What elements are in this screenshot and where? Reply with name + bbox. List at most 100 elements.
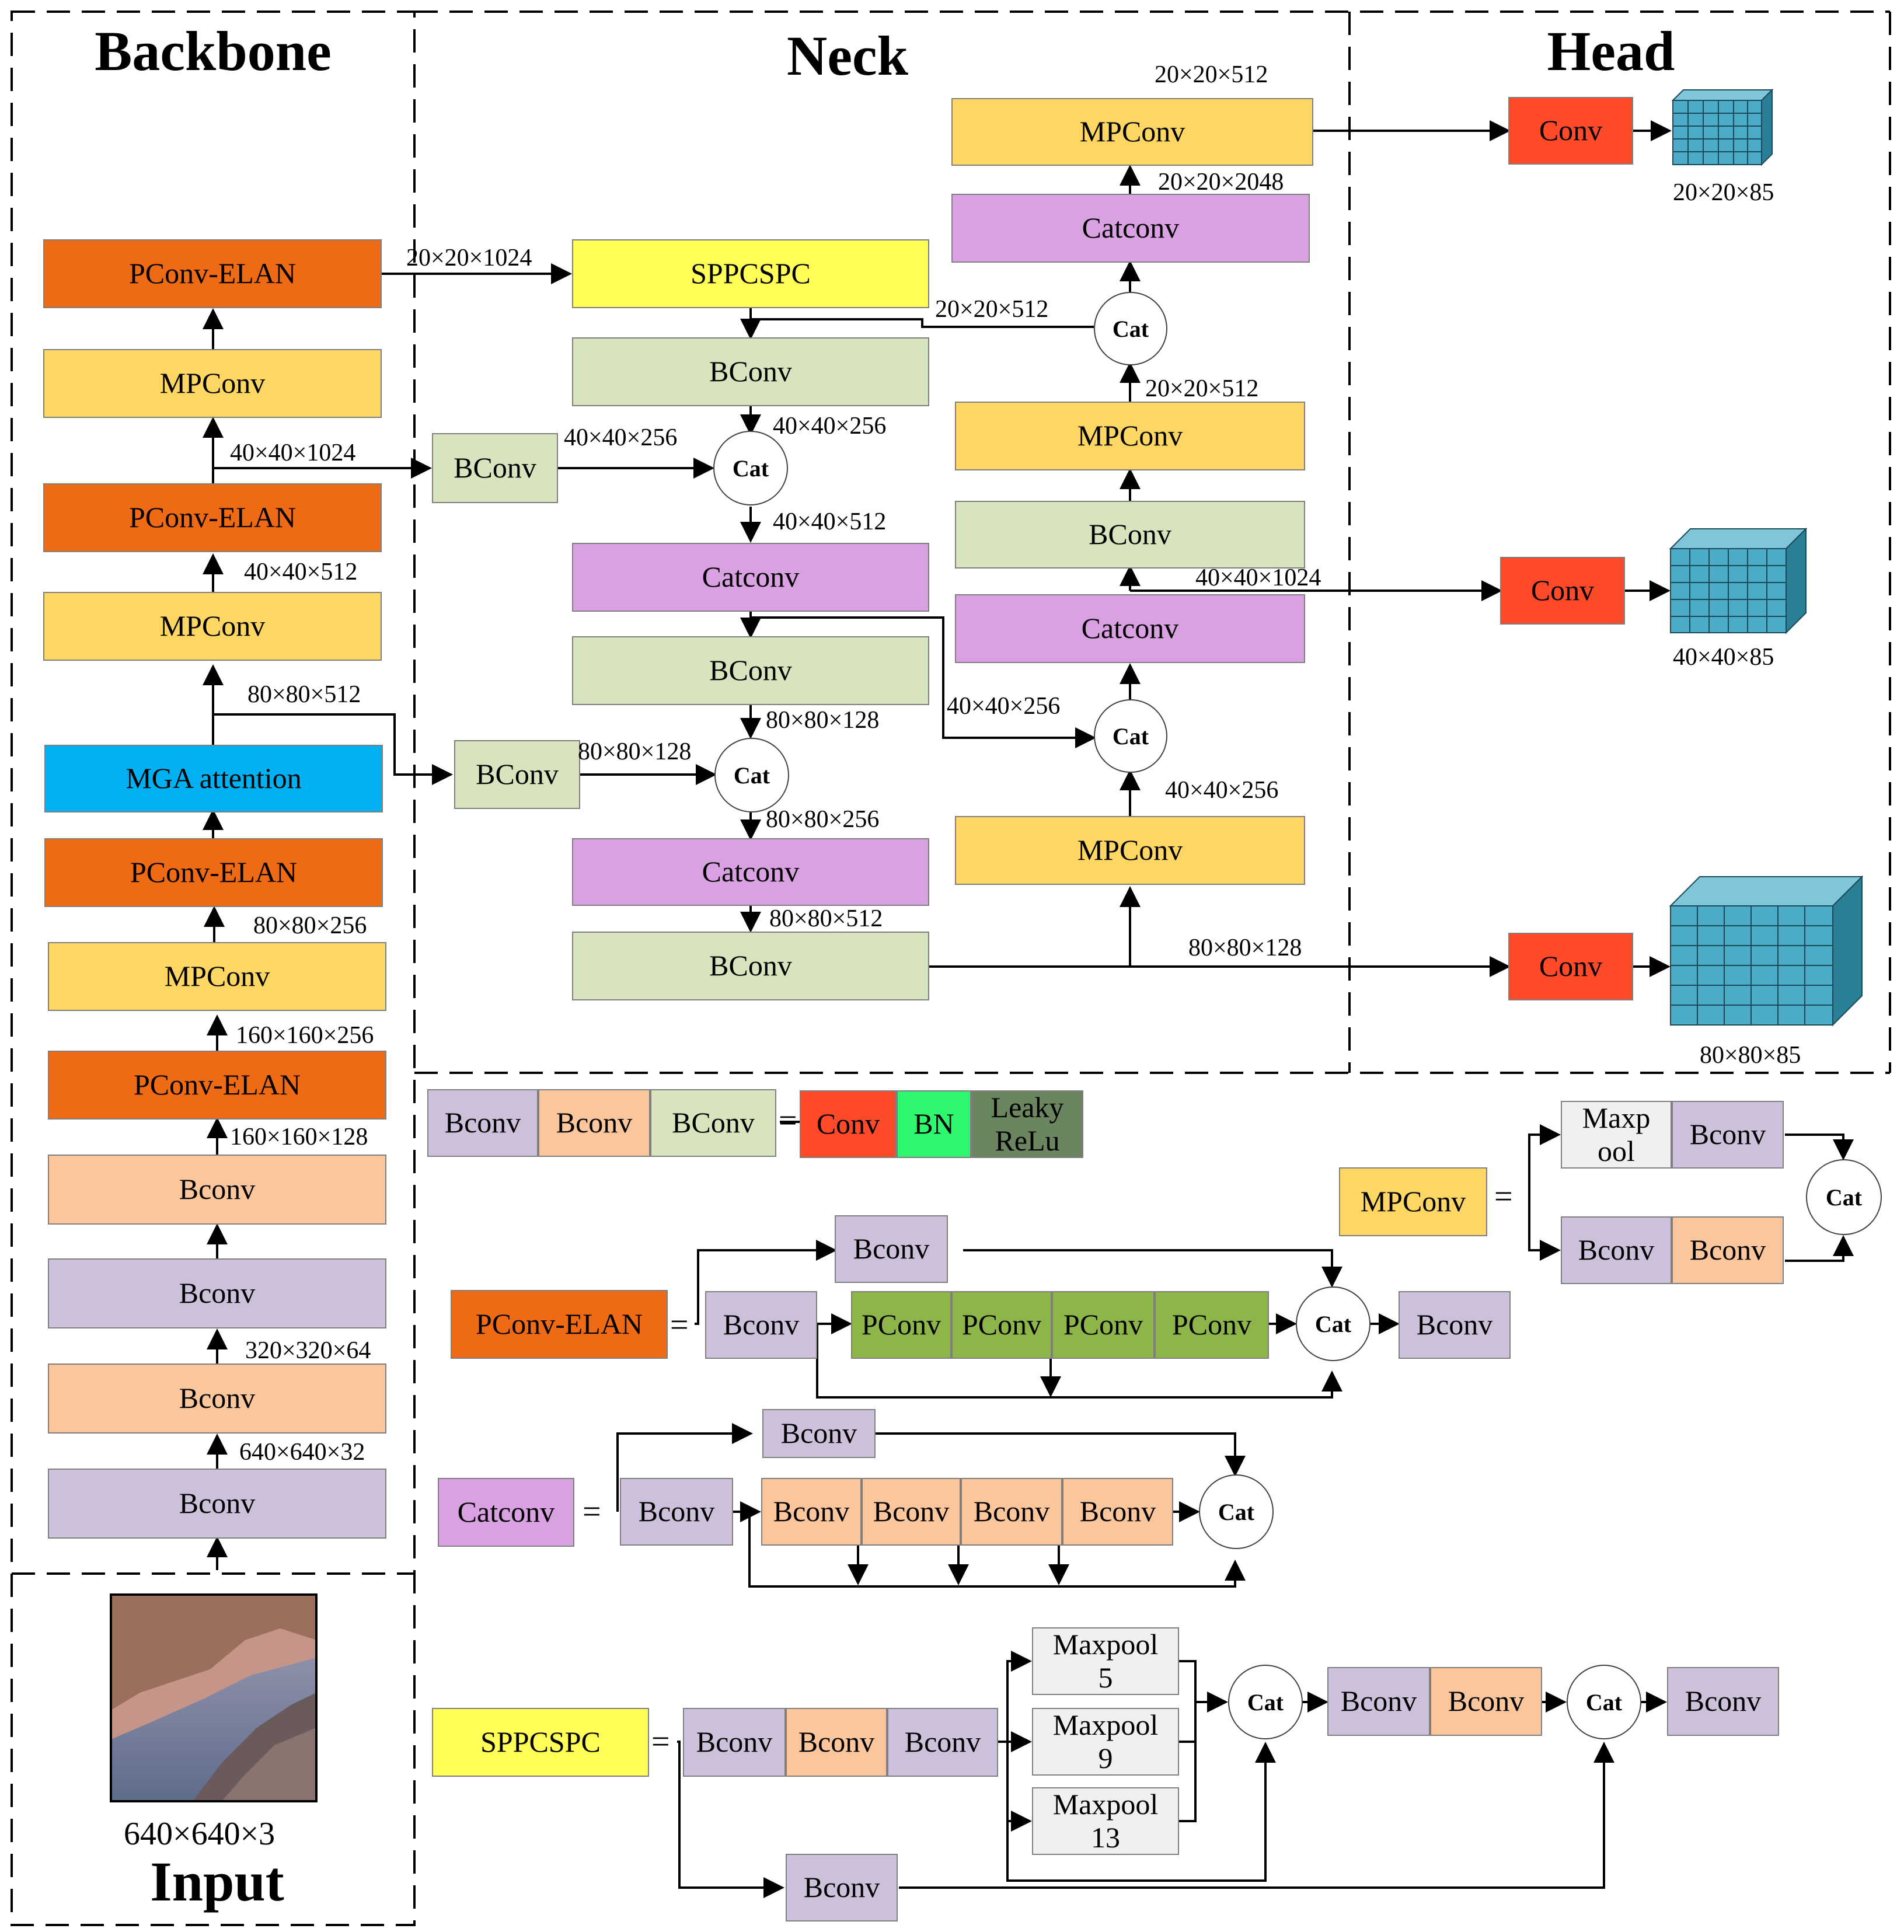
head-conv-2: Conv (1500, 557, 1625, 625)
neck-bconv-a: BConv (572, 337, 929, 406)
legend-spp-bconv-2: Bconv (786, 1708, 887, 1777)
legend-bconv-peach: Bconv (538, 1089, 650, 1157)
legend-spp-maxpool-9: Maxpool 9 (1032, 1708, 1179, 1776)
dim-n-40x40x512: 40×40×512 (773, 508, 887, 535)
dim-n-40x40x256-c: 40×40×256 (1165, 777, 1279, 804)
legend-catconv-bconv-2: Bconv (862, 1478, 961, 1546)
backbone-mpconv-2: MPConv (43, 592, 382, 661)
legend-spp-bconv-bottom: Bconv (786, 1854, 898, 1921)
legend-elan-pconv-1: PConv (851, 1291, 951, 1359)
backbone-mpconv-1: MPConv (48, 942, 386, 1011)
dim-n-80x80x128-a: 80×80×128 (766, 707, 880, 734)
legend-catconv-bconv-4: Bconv (1062, 1478, 1173, 1546)
dim-n-40x40x1024: 40×40×1024 (1195, 564, 1321, 591)
backbone-pconv-elan-1: PConv-ELAN (48, 1051, 386, 1120)
neck-catconv-1: Catconv (572, 543, 929, 612)
legend-bconv-green: BConv (650, 1089, 776, 1157)
legend-spp-bconv-3: Bconv (887, 1708, 998, 1777)
legend-mpconv-bconv-b1: Bconv (1561, 1216, 1672, 1284)
legend-spp-bconv-1: Bconv (683, 1708, 786, 1777)
legend-catconv-bconv-top: Bconv (762, 1409, 876, 1458)
dim-n-20x20x512-c: 20×20×512 (1155, 61, 1268, 88)
input-size-label: 640×640×3 (124, 1816, 276, 1852)
neck-cat-1: Cat (713, 431, 788, 505)
legend-elan-pconv-2: PConv (951, 1291, 1052, 1359)
legend-spp-maxpool-13: Maxpool 13 (1032, 1787, 1179, 1855)
legend-elan-equals: = (670, 1307, 689, 1343)
legend-leaky-relu: Leaky ReLu (971, 1090, 1083, 1158)
head-out-40x40x85: 40×40×85 (1673, 644, 1774, 671)
dim-n-80x80x256: 80×80×256 (766, 806, 880, 833)
legend-pconv-elan: PConv-ELAN (451, 1290, 668, 1359)
dim-80x80x256: 80×80×256 (253, 912, 367, 939)
dim-n-40x40x256-d: 40×40×256 (947, 693, 1061, 720)
backbone-pconv-elan-4: PConv-ELAN (43, 239, 382, 308)
dim-160x160x256: 160×160×256 (236, 1022, 374, 1049)
legend-catconv: Catconv (438, 1478, 574, 1547)
dim-n-80x80x128-c: 80×80×128 (1188, 934, 1302, 961)
backbone-pconv-elan-3: PConv-ELAN (43, 483, 382, 552)
backbone-mga-attention: MGA attention (44, 745, 383, 812)
backbone-bconv-2: Bconv (48, 1363, 386, 1434)
legend-spp-bconv-4: Bconv (1327, 1667, 1430, 1736)
neck-cat-2: Cat (714, 738, 789, 812)
legend-catconv-equals: = (583, 1494, 601, 1530)
backbone-bconv-1: Bconv (48, 1469, 386, 1539)
output-cubes (1669, 88, 1864, 1027)
legend-conv: Conv (800, 1090, 897, 1158)
dim-320x320x64: 320×320×64 (245, 1337, 371, 1364)
neck-sppcspc: SPPCSPC (572, 239, 929, 308)
backbone-bconv-3: Bconv (48, 1258, 386, 1328)
legend-mpconv-equals: = (1494, 1178, 1513, 1215)
head-title: Head (1547, 20, 1675, 82)
input-photo (110, 1593, 318, 1802)
dim-80x80x512: 80×80×512 (247, 681, 361, 708)
legend-elan-bconv-in: Bconv (705, 1291, 817, 1359)
neck-bconv-side-2: BConv (454, 740, 580, 809)
legend-spp-cat-2: Cat (1567, 1665, 1641, 1739)
dim-n-40x40x256-b: 40×40×256 (773, 413, 887, 440)
dim-n-80x80x128-b: 80×80×128 (578, 738, 692, 765)
cube-20x20 (1671, 88, 1774, 166)
head-conv-3: Conv (1508, 933, 1633, 1000)
legend-spp-cat-1: Cat (1228, 1665, 1303, 1739)
legend-bn: BN (897, 1090, 971, 1158)
cube-80x80 (1669, 875, 1864, 1027)
dim-n-80x80x512: 80×80×512 (769, 905, 883, 932)
cube-40x40 (1669, 527, 1808, 634)
backbone-mpconv-3: MPConv (43, 349, 382, 418)
legend-elan-bconv-out: Bconv (1399, 1291, 1511, 1359)
legend-mpconv-bconv-b2: Bconv (1672, 1216, 1784, 1284)
legend-elan-bconv-top: Bconv (835, 1215, 948, 1283)
legend-spp-bconv-out: Bconv (1667, 1667, 1779, 1736)
neck-cat-3: Cat (1094, 699, 1167, 773)
neck-mpconv-r2: MPConv (955, 402, 1305, 470)
neck-cat-4: Cat (1094, 292, 1167, 365)
backbone-bconv-4: Bconv (48, 1155, 386, 1225)
legend-spp-maxpool-5: Maxpool 5 (1032, 1627, 1179, 1695)
head-out-80x80x85: 80×80×85 (1700, 1042, 1801, 1069)
head-conv-1: Conv (1508, 97, 1633, 165)
neck-bconv-b: BConv (572, 636, 929, 705)
neck-bconv-c: BConv (572, 932, 929, 1000)
legend-spp-bconv-5: Bconv (1430, 1667, 1542, 1736)
legend-catconv-bconv-3: Bconv (961, 1478, 1062, 1546)
section-frames (11, 11, 1891, 1926)
legend-mpconv: MPConv (1339, 1167, 1487, 1236)
neck-mpconv-r3: MPConv (951, 98, 1313, 166)
neck-catconv-r2: Catconv (951, 194, 1310, 263)
legend-sppcspc: SPPCSPC (432, 1708, 649, 1777)
dim-n-20x20x512-b: 20×20×512 (935, 296, 1049, 323)
dim-40x40x1024: 40×40×1024 (230, 440, 356, 466)
dim-40x40x512: 40×40×512 (244, 559, 358, 585)
neck-title: Neck (787, 25, 908, 87)
dim-n-20x20x2048: 20×20×2048 (1158, 169, 1284, 196)
dim-n-20x20x512-a: 20×20×512 (1145, 375, 1259, 402)
neck-bconv-r: BConv (955, 501, 1305, 569)
dim-n-40x40x256-a: 40×40×256 (564, 424, 678, 451)
legend-elan-pconv-3: PConv (1052, 1291, 1155, 1359)
neck-mpconv-r1: MPConv (955, 816, 1305, 885)
dim-160x160x128: 160×160×128 (230, 1124, 368, 1150)
